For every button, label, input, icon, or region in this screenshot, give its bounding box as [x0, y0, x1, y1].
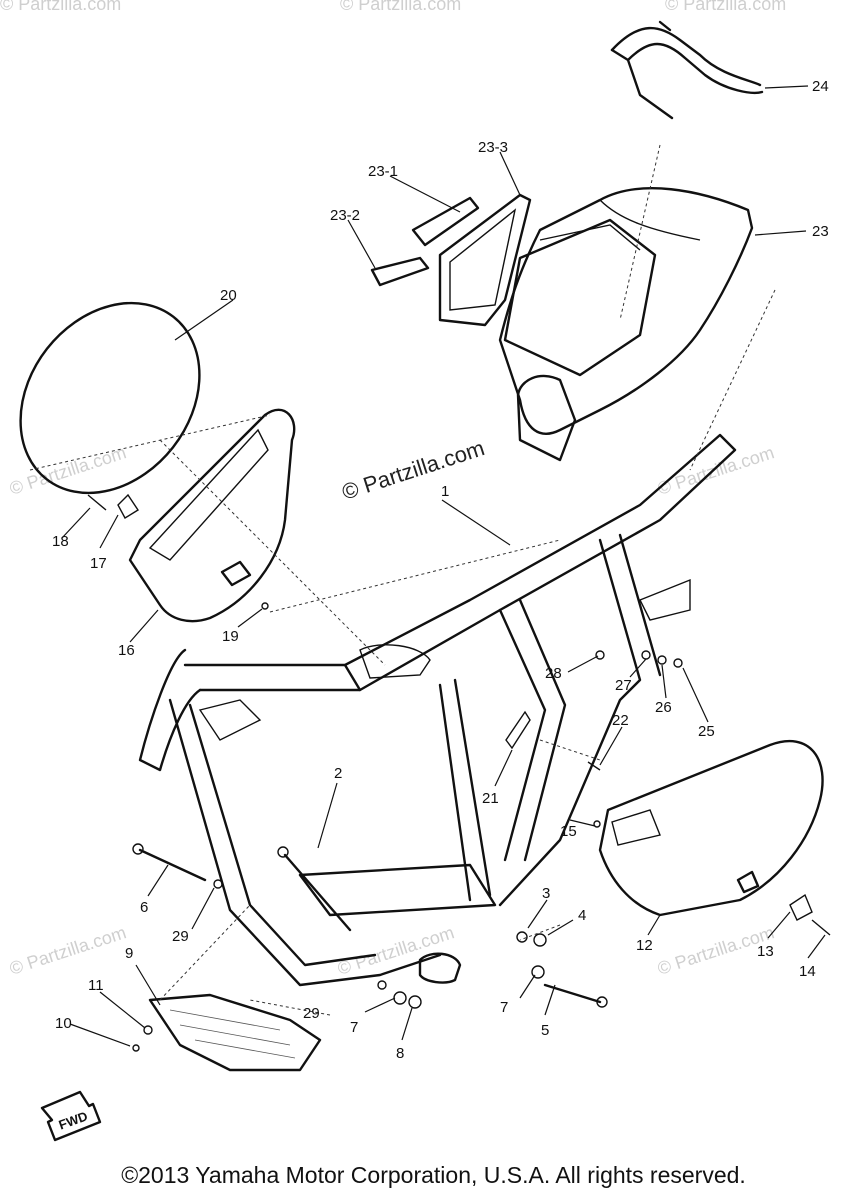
callout-labels: 1 2 3 4 5 6 7 7 8 9 10 11 12 13 14 15 16… [52, 78, 829, 1062]
callout-4: 4 [578, 907, 586, 924]
callout-29a: 29 [172, 928, 189, 945]
callout-22: 22 [612, 712, 629, 729]
callout-29b: 29 [303, 1005, 320, 1022]
watermark-top-center: © Partzilla.com [340, 0, 461, 14]
callout-15: 15 [560, 823, 577, 840]
copyright-notice: ©2013 Yamaha Motor Corporation, U.S.A. A… [121, 1162, 746, 1188]
watermark-bottom-left: © Partzilla.com [7, 922, 129, 979]
callout-17: 17 [90, 555, 107, 572]
number-plate-oval-part [19, 301, 201, 495]
callout-16: 16 [118, 642, 135, 659]
grab-bar-part [610, 20, 764, 120]
callout-14: 14 [799, 963, 816, 980]
callout-24: 24 [812, 78, 829, 95]
callout-19: 19 [222, 628, 239, 645]
callout-5: 5 [541, 1022, 549, 1039]
callout-13: 13 [757, 943, 774, 960]
right-side-cover-part [598, 739, 824, 917]
small-hardware-part [87, 493, 831, 1052]
rear-fender-part [498, 187, 754, 462]
callout-2: 2 [334, 765, 342, 782]
callout-18: 18 [52, 533, 69, 550]
frame-part [138, 433, 737, 987]
watermark-top-right: © Partzilla.com [665, 0, 786, 14]
skid-plate-part [148, 993, 322, 1072]
callout-27: 27 [615, 677, 632, 694]
watermark-top-left: © Partzilla.com [0, 0, 121, 14]
callout-23-1: 23-1 [368, 163, 398, 180]
watermark-right: © Partzilla.com [655, 442, 777, 499]
callout-26: 26 [655, 699, 672, 716]
callout-28: 28 [545, 665, 562, 682]
callout-21: 21 [482, 790, 499, 807]
callout-23-2: 23-2 [330, 207, 360, 224]
callout-6: 6 [140, 899, 148, 916]
callout-8: 8 [396, 1045, 404, 1062]
brackets-part [370, 196, 480, 287]
callout-3: 3 [542, 885, 550, 902]
leader-lines [61, 85, 826, 1047]
callout-23-3: 23-3 [478, 139, 508, 156]
bolts-part [132, 843, 608, 1008]
callout-12: 12 [636, 937, 653, 954]
tail-lens-part [438, 193, 532, 327]
callout-20: 20 [220, 287, 237, 304]
callout-23: 23 [812, 223, 829, 240]
watermarks: © Partzilla.com © Partzilla.com © Partzi… [0, 0, 786, 979]
callout-9: 9 [125, 945, 133, 962]
callout-10: 10 [55, 1015, 72, 1032]
callout-7b: 7 [350, 1019, 358, 1036]
watermark-center: © Partzilla.com [339, 435, 488, 505]
callout-11: 11 [88, 977, 104, 994]
left-side-cover-part [128, 408, 296, 623]
fwd-arrow: FWD [40, 1090, 102, 1142]
callout-25: 25 [698, 723, 715, 740]
alignment-lines [29, 144, 776, 1016]
callout-7a: 7 [500, 999, 508, 1016]
callout-1: 1 [441, 483, 449, 500]
